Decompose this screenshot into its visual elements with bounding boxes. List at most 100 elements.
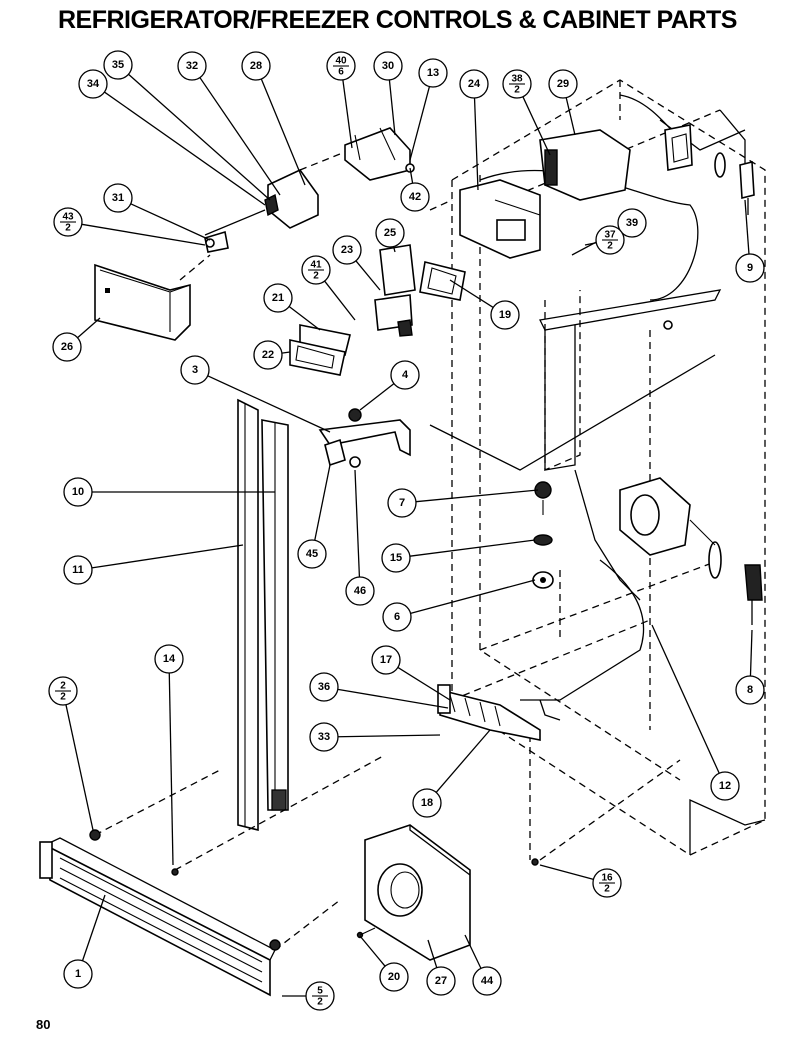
callout-label: 16 [601,873,613,884]
callout-sublabel: 2 [313,271,319,282]
callout-circle [63,959,93,989]
callout-label: 15 [390,552,402,564]
callout-circle [381,543,411,573]
callout-label: 25 [384,227,396,239]
callout-leader [281,351,291,354]
callout-leader [409,167,414,184]
callout-label: 3 [192,364,198,376]
callout-circle [379,962,409,992]
callout-sublabel: 2 [317,997,323,1008]
control-housing [94,263,191,341]
callout-leader [749,629,753,677]
drain-trough [437,684,561,741]
page-number: 80 [36,1017,51,1032]
callout-circle [472,966,502,996]
callout-circle [103,50,133,80]
callout-circle [263,283,293,313]
callout-label: 43 [62,212,74,223]
callout-label: 26 [61,341,73,353]
callout-circle [309,722,339,752]
callout-leader [314,464,331,541]
callout-circle [412,788,442,818]
callout-circle [617,208,647,238]
callout-leader [415,489,539,503]
callout-circle [418,58,448,88]
callout-label: 42 [409,191,421,203]
callout-label: 39 [626,217,638,229]
callout-leader [473,97,479,191]
callout-label: 45 [306,548,318,560]
callout-leader [199,77,281,196]
callout-label: 11 [72,564,84,576]
toe-grille [39,837,276,997]
callout-label: 22 [262,349,274,361]
callout-leader [388,79,396,136]
callout-label: 30 [382,60,394,72]
callout-label: 21 [272,292,284,304]
callout-leader [342,79,353,149]
callout-circle [426,966,456,996]
callout-label: 8 [747,684,753,696]
callout-leader [392,246,396,253]
callout-circle [373,51,403,81]
callout-leader [288,305,321,331]
callout-circle [297,539,327,569]
callout-sublabel: 2 [607,241,613,252]
callout-leader [539,864,594,880]
callout-label: 27 [435,975,447,987]
callout-leader [207,375,331,433]
callout-label: 17 [380,654,392,666]
callout-circle [459,69,489,99]
callout-label: 29 [557,78,569,90]
damper-housing [459,129,631,259]
callout-circle [387,488,417,518]
callout-circle [710,771,740,801]
callout-leader [651,624,720,774]
callout-leader [409,539,536,557]
callout-label: 38 [511,74,523,85]
callout-circle [400,182,430,212]
divider-panel [429,289,722,701]
callout-leader [359,383,395,411]
callout-leader [427,939,438,968]
diagram-title: REFRIGERATOR/FREEZER CONTROLS & CABINET … [58,6,737,34]
callout-leader [354,469,361,578]
callout-leader [324,280,356,321]
callout-circle [490,300,520,330]
callout-label: 19 [499,309,511,321]
callout-label: 14 [163,653,176,665]
callout-label: 9 [747,262,753,274]
callout-label: 34 [87,78,100,90]
fan-shroud [364,824,471,961]
motor-assembly [619,477,722,579]
callout-leader [65,704,94,831]
callout-leader [584,242,597,246]
callout-circle [309,672,339,702]
callout-leader [77,317,101,339]
callout-label: 10 [72,486,84,498]
callout-leader [397,666,451,701]
wire-plugs [664,124,763,625]
callout-sublabel: 6 [338,67,344,78]
callout-label: 35 [112,59,124,71]
callout-circle [332,235,362,265]
callout-label: 2 [60,681,66,692]
callout-circle [52,332,82,362]
callout-label: 32 [186,60,198,72]
callout-circle [390,360,420,390]
callout-sublabel: 2 [65,223,71,234]
bracket-30 [344,127,411,181]
callout-label: 46 [354,585,366,597]
callout-circle [78,69,108,99]
callout-label: 1 [75,968,81,980]
callout-leader [744,199,750,255]
callout-leader [410,579,536,615]
callout-circle [548,69,578,99]
callout-leader [337,734,441,738]
callout-leader [81,223,206,246]
thermostat-assembly [179,144,401,281]
light-assembly [289,244,466,376]
callout-leader [565,97,576,136]
